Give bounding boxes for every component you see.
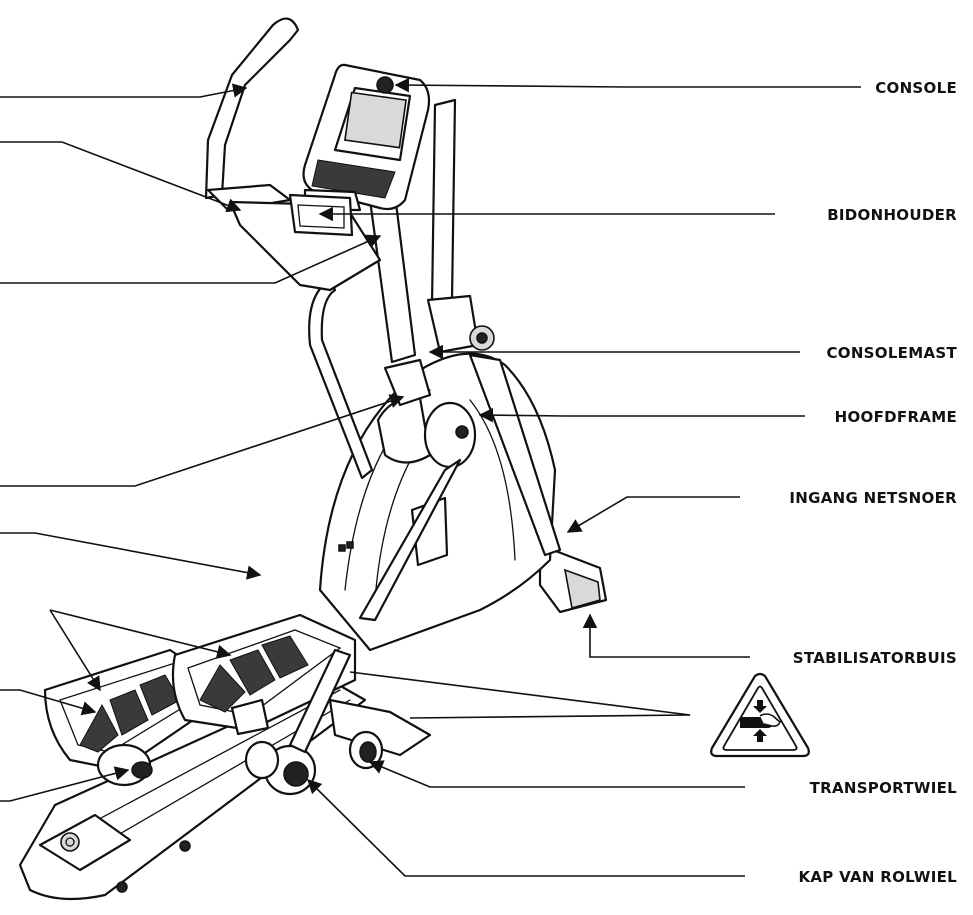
leader-pinch-1	[349, 671, 691, 716]
label-ingang-netsnoer: INGANG NETSNOER	[789, 489, 957, 507]
leader-console	[394, 77, 861, 93]
leader-upper-handle	[0, 83, 248, 98]
leader-bottle	[0, 234, 382, 284]
console-mast	[368, 193, 432, 407]
moving-arm	[204, 17, 562, 622]
rear-handles	[308, 98, 495, 480]
bottle-holder	[288, 193, 354, 237]
label-bidonhouder: BIDONHOUDER	[827, 206, 957, 224]
part-labels: CONSOLE BIDONHOUDER CONSOLEMAST HOOFDFRA…	[789, 79, 957, 886]
label-stabilisatorbuis: STABILISATORBUIS	[793, 649, 957, 667]
leader-rail	[0, 766, 130, 802]
leader-pinch-2	[409, 714, 691, 719]
rail-base	[18, 678, 367, 901]
label-consolemast: CONSOLEMAST	[826, 344, 957, 362]
leader-link-arm	[0, 532, 262, 580]
leader-pedals-a	[49, 609, 101, 692]
console-unit	[302, 63, 431, 212]
leader-stabilisatorbuis	[582, 613, 750, 658]
transport-wheel	[348, 730, 384, 770]
label-kap-van-rolwiel: KAP VAN ROLWIEL	[798, 868, 957, 886]
leader-ingang-netsnoer	[566, 496, 740, 533]
leader-lines	[0, 77, 861, 877]
label-hoofdframe: HOOFDFRAME	[835, 408, 957, 426]
leader-hoofdframe	[478, 407, 805, 423]
leader-transportwiel	[368, 760, 745, 788]
leader-pedals-b	[49, 609, 232, 659]
leader-pedal-tread	[0, 689, 97, 716]
label-console: CONSOLE	[875, 79, 957, 97]
leader-handle-grip	[0, 141, 242, 213]
elliptical-machine	[18, 17, 608, 901]
roller-wheel	[244, 648, 352, 796]
label-transportwiel: TRANSPORTWIEL	[810, 779, 958, 797]
leader-mast-cover	[0, 394, 405, 487]
stabilizer-tube	[328, 543, 608, 757]
pedal-right	[171, 613, 357, 736]
pinch-hazard-icon	[710, 672, 810, 758]
leader-kap-van-rolwiel	[306, 778, 745, 877]
